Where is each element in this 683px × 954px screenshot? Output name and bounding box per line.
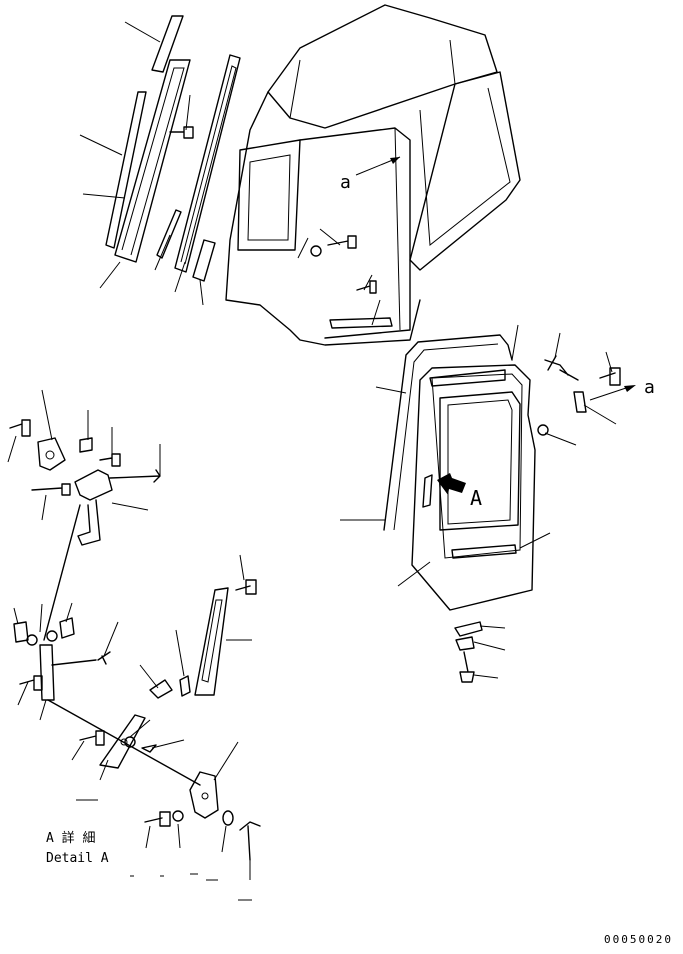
- window-glass-assembly: [79, 15, 241, 306]
- drawing-number: 00050020: [604, 933, 673, 946]
- view-a-label: a: [340, 172, 351, 193]
- detail-a-linkage: [7, 389, 261, 901]
- detail-title-jp: A 詳 細: [46, 830, 95, 846]
- detail-a-arrow-label: A: [470, 486, 482, 510]
- cab-frame: a: [225, 4, 521, 346]
- view-a-right-label: a: [644, 377, 655, 398]
- cab-door: A a: [340, 324, 655, 683]
- detail-title-en: Detail A: [46, 851, 109, 866]
